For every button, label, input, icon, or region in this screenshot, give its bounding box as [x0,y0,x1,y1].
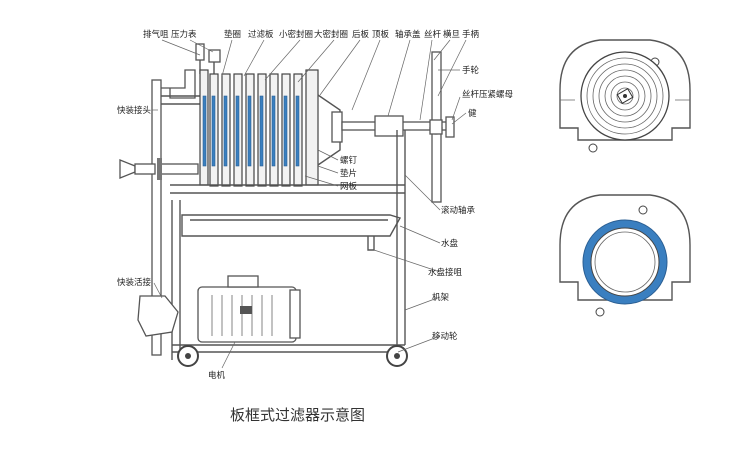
label-motor: 电机 [208,370,226,381]
label-quick-connector: 快装接头 [117,105,152,116]
filter-plate-stack [199,69,319,187]
lock-nut [445,116,455,138]
labels: 排气咀 压力表 垫圈 过滤板 小密封圈 大密封圈 后板 顶板 轴承盖 丝杆 横旦… [117,29,513,424]
label-pressure-gauge: 压力表 [171,29,197,40]
top-bend-pipe [161,69,196,99]
label-exhaust-valve: 排气咀 [143,29,169,40]
label-caster: 移动轮 [432,331,458,342]
motor [197,275,301,343]
label-large-seal-ring: 大密封圈 [314,29,348,40]
label-bolt: 螺钉 [340,155,358,166]
label-filter-plate: 过滤板 [248,29,274,40]
water-tray [181,214,402,237]
label-cross-beam: 横旦 [443,29,460,40]
pump-quick-union [137,295,179,337]
label-small-seal-ring: 小密封圈 [279,29,313,40]
quick-connector [119,159,136,179]
label-water-tray-nozzle: 水盘接咀 [428,267,463,278]
label-handle: 手柄 [462,29,480,40]
filter-assembly [119,43,455,367]
inlet-pipe [151,79,162,356]
leader-lines [152,39,467,369]
label-top-plate: 顶板 [372,29,390,40]
label-mesh-plate: 网板 [340,181,358,192]
caster-right [386,345,408,367]
top-plate [374,115,404,137]
label-washer: 垫片 [340,168,357,179]
label-gasket: 垫圈 [224,29,241,40]
label-screw-rod: 丝杆 [424,29,442,40]
label-rear-plate: 后板 [352,29,370,40]
plate-end-view-spiral [559,39,691,153]
label-frame: 机架 [432,292,450,303]
label-key: 健 [468,108,477,119]
label-rolling-bearing: 滚动轴承 [441,205,476,216]
pressure-gauge [208,49,221,63]
caster-left [177,345,199,367]
label-quick-union: 快装活接 [117,277,152,288]
diagram-caption: 板框式过滤器示意图 [230,406,365,424]
label-bearing-cover: 轴承盖 [395,29,421,40]
label-screw-lock-nut: 丝杆压紧螺母 [462,89,513,100]
label-water-tray: 水盘 [441,238,459,249]
label-handwheel: 手轮 [462,65,480,76]
plate-end-view-ring [559,194,691,317]
